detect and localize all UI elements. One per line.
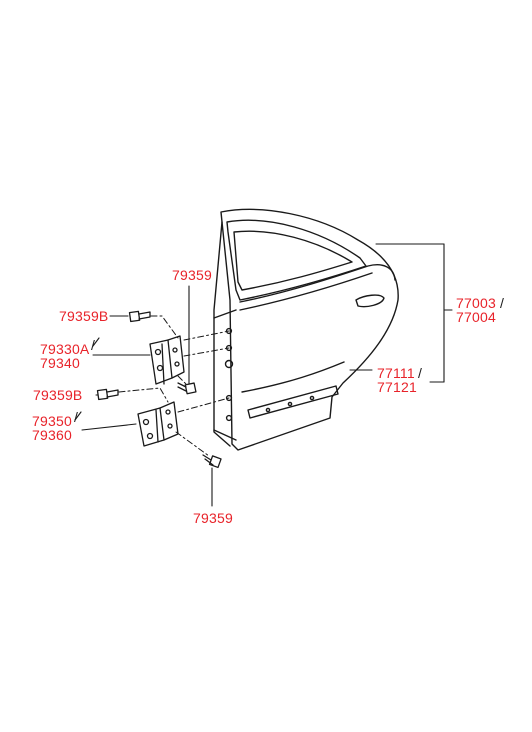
- label-lower-hinge-1: 79350: [32, 413, 72, 429]
- lower-hinge-icon: [137, 401, 179, 447]
- slash-lower-hinge: /: [74, 409, 79, 425]
- upper-hinge-icon: [149, 335, 185, 385]
- label-door-panel-2: 77004: [456, 309, 496, 325]
- slash-door-seal: /: [418, 365, 423, 381]
- bolt-icon: [96, 310, 222, 469]
- label-lower-hinge-2: 79360: [32, 427, 72, 443]
- leader-lines: [74, 243, 453, 507]
- label-upper-hinge-1: 79330A: [40, 341, 90, 357]
- slash-upper-hinge: /: [91, 337, 96, 353]
- label-door-seal-1: 77111: [377, 365, 415, 381]
- alignment-lines: [118, 315, 230, 457]
- label-bottom-bolt: 79359: [193, 510, 233, 526]
- label-upper-hinge-2: 79340: [40, 355, 80, 371]
- label-door-panel-1: 77003: [456, 295, 496, 311]
- label-door-seal-2: 77121: [377, 379, 417, 395]
- label-lower-hinge-bolt: 79359B: [33, 387, 83, 403]
- label-top-bolt: 79359: [172, 267, 212, 283]
- label-upper-hinge-bolt: 79359B: [59, 308, 109, 324]
- rear-door-panel-icon: [213, 208, 399, 451]
- slash-door-panel: /: [500, 295, 505, 311]
